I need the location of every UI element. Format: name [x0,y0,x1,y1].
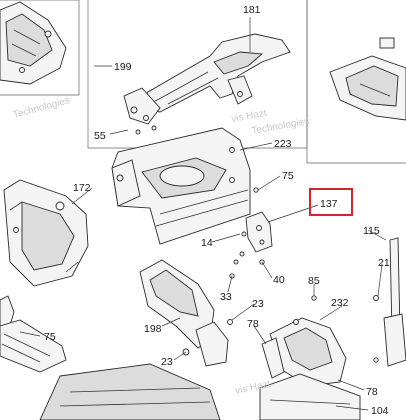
mount-232-illustration [259,317,361,420]
label-198[interactable]: 198 [144,323,162,335]
bracket-198-illustration [139,259,233,367]
inset-frame-right [306,0,406,164]
label-115[interactable]: 115 [363,225,380,237]
strut-21-illustration [373,237,406,367]
label-23-lower[interactable]: 23 [161,356,173,368]
highlight-box[interactable] [309,188,353,216]
label-223[interactable]: 223 [274,138,292,150]
seat-frame-illustration [0,1,67,85]
label-78-lower[interactable]: 78 [366,386,378,398]
label-33[interactable]: 33 [220,291,232,303]
label-55[interactable]: 55 [94,130,106,142]
bracket-137-illustration [241,211,273,253]
label-78-upper[interactable]: 78 [247,318,259,330]
label-199[interactable]: 199 [114,61,132,73]
label-181[interactable]: 181 [243,4,261,16]
label-75-upper[interactable]: 75 [282,170,294,182]
label-75-lower[interactable]: 75 [44,331,56,343]
watermark-text-line1: vis Hazt [231,108,268,125]
right-inset-illustration [329,37,406,121]
watermark-text-left: Technologies [12,95,71,121]
inset-frame-left [0,0,80,96]
label-137[interactable]: 137 [320,198,338,210]
label-21[interactable]: 21 [378,257,390,269]
side-frame-172-illustration [3,179,89,287]
label-104[interactable]: 104 [371,405,389,417]
floor-panel-223-illustration [111,127,251,245]
label-85[interactable]: 85 [308,275,320,287]
cross-beam-181-illustration [123,33,291,135]
label-232[interactable]: 232 [331,297,349,309]
label-14[interactable]: 14 [201,237,213,249]
part-labels: 181 199 55 223 75 172 137 14 115 21 40 8… [44,4,390,417]
label-40[interactable]: 40 [273,274,285,286]
left-lower-illustration [0,295,221,420]
label-172[interactable]: 172 [73,182,91,194]
label-23-upper[interactable]: 23 [252,298,264,310]
